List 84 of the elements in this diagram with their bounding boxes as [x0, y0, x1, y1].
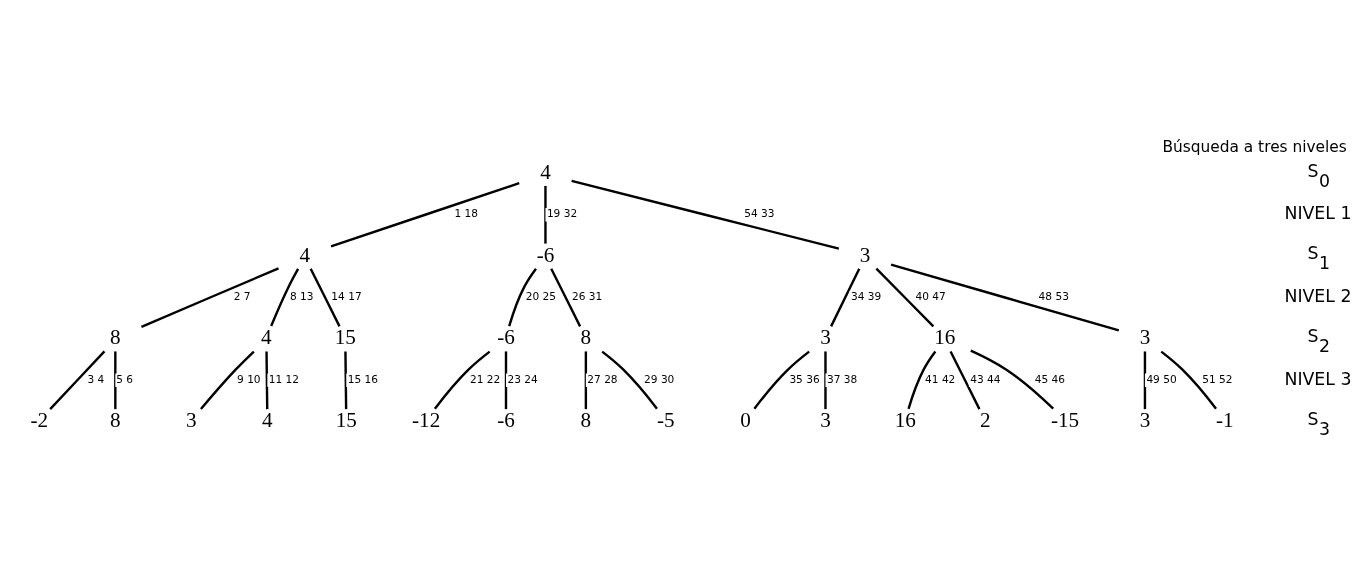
connector — [1143, 350, 1147, 409]
edge-label: 21 22 — [469, 372, 501, 385]
connector — [433, 350, 491, 409]
connector — [601, 350, 658, 409]
connector — [309, 267, 341, 327]
node-text: 3 — [820, 407, 831, 432]
edge-label: 29 30 — [644, 372, 675, 385]
node-text: 16 — [894, 407, 916, 432]
connector — [824, 350, 827, 409]
node-text: 3 — [820, 324, 831, 349]
connector — [330, 181, 520, 247]
node-text: 8 — [110, 407, 121, 432]
connector — [830, 267, 861, 327]
node-text: -6 — [497, 407, 515, 432]
label: NIVEL 2 — [1284, 285, 1352, 306]
node-text: 15 — [334, 324, 356, 349]
edge-label: 49 50 — [1146, 372, 1177, 385]
connector — [753, 350, 810, 409]
connector — [504, 350, 508, 409]
connector — [907, 350, 937, 409]
edge-label: 26 31 — [571, 289, 603, 302]
edge-label: 37 38 — [826, 372, 858, 385]
connector — [544, 185, 547, 244]
edge-label: 19 32 — [546, 206, 578, 219]
node-text: 4 — [299, 242, 311, 267]
node-text: 16 — [934, 324, 956, 349]
node-text: 3 — [1139, 407, 1151, 432]
connector — [875, 267, 935, 327]
node-text: 3 — [186, 407, 197, 432]
node-text: 8 — [580, 324, 592, 349]
label: NIVEL 3 — [1284, 368, 1352, 388]
edge-label: 5 6 — [116, 372, 134, 385]
label: NIVEL 1 — [1284, 202, 1352, 223]
edge-label: 40 47 — [915, 289, 946, 302]
edge-label: 1 18 — [454, 206, 479, 219]
node-text: 15 — [335, 407, 357, 432]
edge-label: 14 17 — [331, 289, 362, 302]
connector — [270, 267, 300, 326]
node-text: -5 — [656, 407, 675, 432]
edge-label: 11 12 — [268, 372, 300, 385]
diagram-title: Búsqueda a tres niveles — [1162, 137, 1347, 156]
connector — [508, 267, 537, 327]
connector — [550, 267, 582, 327]
node-text: 3 — [1139, 324, 1151, 349]
connector — [949, 350, 981, 410]
node-text: -15 — [1050, 407, 1080, 432]
node-text: -6 — [536, 242, 555, 267]
edge-label: 43 44 — [970, 372, 1001, 385]
connector — [890, 262, 1120, 332]
edge-label: 2 7 — [233, 289, 251, 302]
edge-label: 15 16 — [347, 372, 378, 385]
connector — [344, 350, 348, 409]
edge-label: 45 46 — [1034, 372, 1066, 385]
edge-label: 51 52 — [1202, 372, 1233, 385]
edge-label: 54 33 — [744, 206, 775, 219]
edge-label: 23 24 — [507, 372, 538, 385]
node-text: 8 — [110, 324, 121, 349]
node-text: 8 — [580, 407, 592, 432]
node-text: 4 — [540, 159, 551, 184]
edge-label: 41 42 — [925, 372, 956, 385]
node-text: 2 — [979, 407, 991, 432]
node-text: -1 — [1216, 407, 1234, 432]
node-text: 0 — [740, 407, 751, 432]
node-text: -2 — [30, 407, 49, 432]
edge-label: 35 36 — [789, 372, 820, 385]
connector — [265, 350, 269, 409]
connector — [141, 266, 279, 328]
connector — [584, 350, 588, 409]
connector — [114, 350, 117, 409]
edge-label: 3 4 — [87, 372, 105, 385]
node-text: 4 — [262, 407, 273, 432]
connector — [1160, 350, 1217, 409]
edge-label: 9 10 — [237, 372, 261, 385]
node-text: -12 — [412, 407, 441, 432]
edge-label: 48 53 — [1038, 289, 1069, 302]
node-text: 4 — [261, 324, 272, 349]
edge-label: 20 25 — [525, 289, 557, 302]
connector — [200, 350, 255, 410]
connector — [571, 179, 840, 250]
edge-label: 27 28 — [587, 372, 618, 385]
edge-label: 8 13 — [289, 289, 314, 302]
node-text: -6 — [497, 324, 515, 349]
node-text: 3 — [859, 242, 871, 267]
edge-label: 34 39 — [850, 289, 882, 302]
